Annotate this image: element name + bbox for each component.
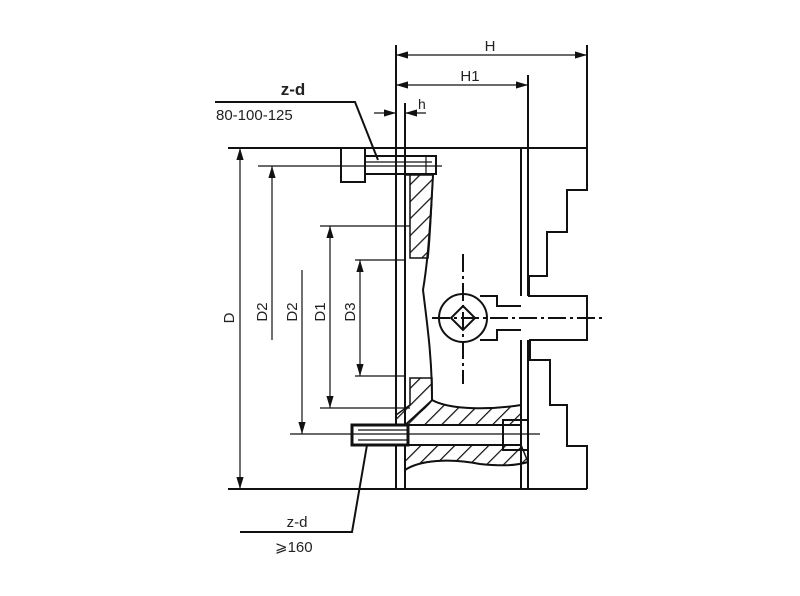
top-bolt bbox=[258, 147, 442, 183]
bottom-callout-label: z-d bbox=[287, 514, 308, 531]
top-leader bbox=[215, 101, 379, 161]
extension-lines bbox=[320, 225, 410, 409]
label-H: H bbox=[485, 38, 496, 55]
key-socket bbox=[432, 254, 603, 384]
label-H1: H1 bbox=[460, 68, 479, 85]
label-D3: D3 bbox=[342, 302, 359, 321]
label-D2-inner: D2 bbox=[284, 302, 301, 321]
bottom-callout-sizes: ⩾160 bbox=[275, 539, 313, 556]
bottom-bolt bbox=[290, 419, 540, 451]
top-callout-label: z-d bbox=[281, 80, 306, 99]
label-D2-outer: D2 bbox=[254, 302, 271, 321]
top-callout-sizes: 80-100-125 bbox=[216, 107, 293, 124]
label-D1: D1 bbox=[312, 302, 329, 321]
hatched-sections bbox=[395, 174, 530, 472]
bottom-leader bbox=[240, 444, 368, 533]
label-h: h bbox=[418, 96, 426, 112]
label-D: D bbox=[221, 312, 238, 323]
dimension-lines bbox=[236, 51, 587, 489]
